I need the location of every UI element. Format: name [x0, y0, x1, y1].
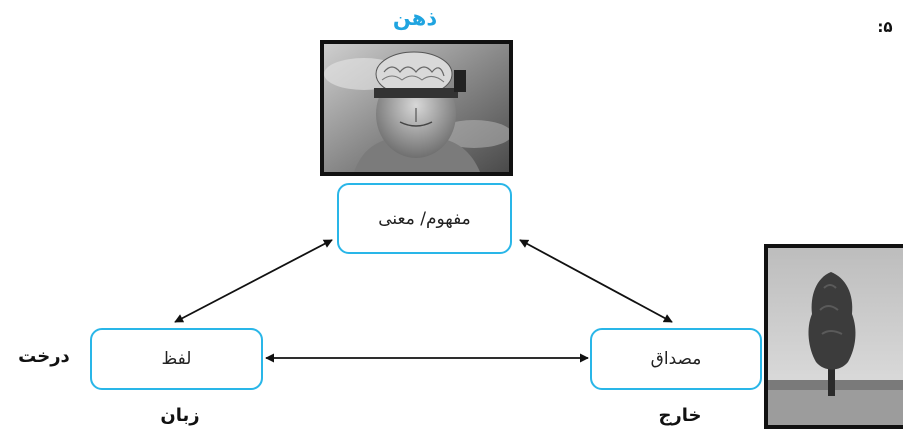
word-label: لفظ — [161, 349, 192, 369]
corner-number: :۵ — [877, 18, 893, 36]
language-label: زبان — [160, 405, 200, 426]
referent-box: مصداق — [590, 328, 762, 390]
word-box: لفظ — [90, 328, 263, 390]
head-image — [320, 40, 513, 176]
head-with-brain-illustration — [324, 44, 509, 172]
tree-word-label: درخت — [18, 346, 70, 367]
referent-label: مصداق — [650, 349, 702, 369]
concept-box: مفهوم/ معنی — [337, 183, 512, 254]
mind-title: ذهن — [392, 6, 438, 30]
tree-image — [764, 244, 903, 429]
arrow-concept-referent — [519, 239, 673, 323]
tree-photograph — [768, 248, 903, 425]
concept-label: مفهوم/ معنی — [378, 208, 471, 229]
arrow-concept-word — [174, 239, 333, 323]
external-label: خارج — [658, 405, 702, 426]
